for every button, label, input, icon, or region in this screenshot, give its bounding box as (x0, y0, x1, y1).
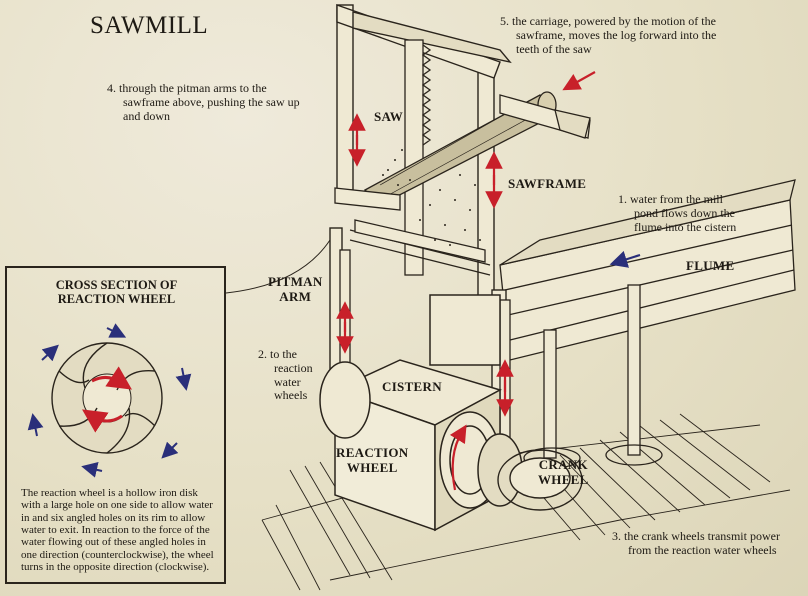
leader-line (225, 239, 331, 294)
inset-description-line: one direction (counterclockwise), the wh… (21, 548, 214, 561)
sawframe-label: SAWFRAME (508, 176, 587, 191)
inset-title-line: CROSS SECTION OF (55, 278, 178, 292)
step1-line: 1. water from the mill (618, 192, 723, 206)
step5-note: 5. the carriage, powered by the motion o… (500, 14, 717, 56)
cistern-label: CISTERN (382, 379, 442, 394)
step3-note: 3. the crank wheels transmit power from … (612, 529, 780, 558)
pitman-arm-label-line: ARM (279, 288, 312, 304)
carriage (334, 94, 591, 211)
step5-line: 5. the carriage, powered by the motion o… (500, 14, 716, 28)
inset-description-line: The reaction wheel is a hollow iron disk (21, 487, 198, 499)
inset-title-line: REACTION WHEEL (57, 292, 176, 307)
inset-description-line: turns in the opposite direction (clockwi… (21, 560, 210, 573)
flume (499, 179, 796, 361)
crank-wheel-label: CRANK WHEEL (538, 457, 589, 488)
step4-line: 4. through the pitman arms to the (107, 81, 267, 95)
saw-label: SAW (374, 109, 404, 124)
reaction-wheel-label-line: WHEEL (346, 459, 398, 475)
crank-wheel-label-line: CRANK (538, 457, 588, 472)
crank-wheel (497, 449, 583, 511)
step2-line: reaction (274, 360, 313, 375)
step5-line: sawframe, moves the log forward into the (516, 27, 717, 42)
inset-description-line: water flowing out of these angled holes … (21, 536, 206, 549)
reaction-wheel-label-line: REACTION (336, 445, 409, 460)
step5-line: teeth of the saw (516, 41, 592, 56)
inset-description: The reaction wheel is a hollow iron disk… (21, 487, 221, 573)
sawdust (382, 149, 481, 246)
inset-description-line: in and six angled holes on its rim to al… (21, 511, 206, 524)
step2-line: 2. to the (258, 347, 297, 361)
pitman-arm-label-line: PITMAN (268, 274, 323, 289)
water-flow-arrow (609, 250, 641, 268)
pitman-arm-label: PITMAN ARM (268, 274, 323, 305)
crank-wheel-label-line: WHEEL (538, 471, 589, 487)
step1-line: flume into the cistern (634, 219, 737, 234)
step1-note: 1. water from the mill pond flows down t… (618, 192, 737, 234)
step4-line: and down (123, 108, 170, 123)
saw-frame (349, 39, 491, 276)
motion-arrows (336, 71, 596, 491)
inset-title: CROSS SECTION OF REACTION WHEEL (19, 278, 214, 307)
diagram-title: SAWMILL (90, 12, 209, 39)
step3-line: 3. the crank wheels transmit power (612, 529, 780, 543)
step1-line: pond flows down the (634, 205, 735, 220)
step2-line: water (274, 374, 301, 389)
inset-description-line: water to exit. In reaction to the force … (21, 523, 210, 536)
step4-note: 4. through the pitman arms to the sawfra… (107, 81, 300, 123)
step2-line: wheels (274, 388, 308, 403)
flume-posts (523, 284, 663, 469)
cross-section-inset: CROSS SECTION OF REACTION WHEEL (5, 266, 226, 584)
step3-line: from the reaction water wheels (628, 542, 777, 557)
reaction-wheel-label: REACTION WHEEL (336, 445, 409, 476)
step2-note: 2. to the reaction water wheels (258, 347, 313, 403)
reaction-wheel-cross-section (27, 323, 192, 478)
flume-label: FLUME (686, 258, 735, 273)
inset-description-line: with a large hole on one side to allow w… (21, 499, 213, 512)
step4-line: sawframe above, pushing the saw up (123, 94, 300, 109)
